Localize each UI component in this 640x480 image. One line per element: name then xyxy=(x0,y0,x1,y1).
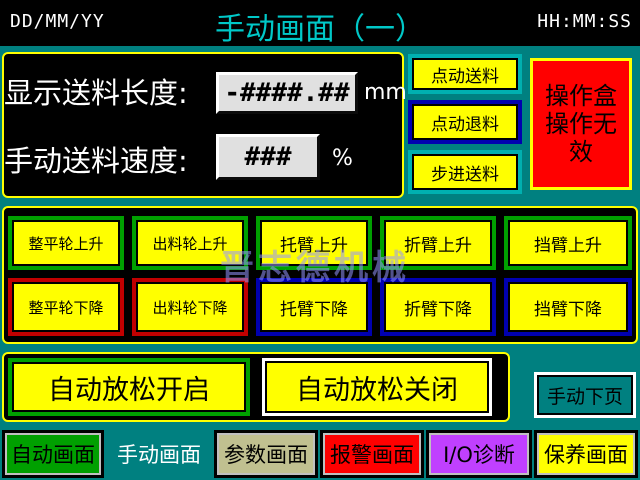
stop-arm-up-button[interactable]: 挡臂上升 xyxy=(504,216,632,270)
step-feed-button[interactable]: 步进送料 xyxy=(408,150,522,194)
nav-manual[interactable]: 手动画面 xyxy=(106,430,212,478)
nav-parameters[interactable]: 参数画面 xyxy=(214,430,318,478)
support-arm-down-button[interactable]: 托臂下降 xyxy=(256,278,372,336)
stop-arm-down-button[interactable]: 挡臂下降 xyxy=(504,278,632,336)
header-bar xyxy=(0,0,640,46)
nav-maintenance[interactable]: 保养画面 xyxy=(534,430,638,478)
feed-speed-input[interactable]: ### xyxy=(216,134,320,180)
nav-io-diagnostics[interactable]: I/O诊断 xyxy=(426,430,532,478)
auto-release-open-button[interactable]: 自动放松开启 xyxy=(8,358,250,416)
watermark: 晋志德机械 xyxy=(220,248,410,288)
support-arm-up-button[interactable]: 托臂上升 xyxy=(256,216,372,270)
nav-alarms[interactable]: 报警画面 xyxy=(320,430,424,478)
jog-retract-button[interactable]: 点动退料 xyxy=(408,100,522,144)
jog-feed-button[interactable]: 点动送料 xyxy=(408,54,522,94)
outfeed-down-button[interactable]: 出料轮下降 xyxy=(132,278,248,336)
leveler-down-button[interactable]: 整平轮下降 xyxy=(8,278,124,336)
outfeed-up-button[interactable]: 出料轮上升 xyxy=(132,216,248,270)
operation-box-line3: 效 xyxy=(569,138,593,166)
page-title: 手动画面（一） xyxy=(215,12,425,47)
date-display: DD/MM/YY xyxy=(10,11,105,32)
feed-speed-label: 手动送料速度: xyxy=(4,144,188,178)
fold-arm-up-button[interactable]: 折臂上升 xyxy=(380,216,496,270)
feed-length-label: 显示送料长度: xyxy=(4,76,188,110)
auto-release-close-button[interactable]: 自动放松关闭 xyxy=(262,358,492,416)
operation-box-line1: 操作盒 xyxy=(545,82,617,110)
leveler-up-button[interactable]: 整平轮上升 xyxy=(8,216,124,270)
feed-speed-unit: % xyxy=(332,146,353,171)
nav-auto[interactable]: 自动画面 xyxy=(2,430,104,478)
operation-box-line2: 操作无 xyxy=(545,110,617,138)
time-display: HH:MM:SS xyxy=(537,11,632,32)
feed-length-unit: mm xyxy=(364,80,407,105)
operation-box-text: 操作盒 操作无 效 xyxy=(545,82,617,166)
feed-length-display: -####.## xyxy=(216,72,358,114)
fold-arm-down-button[interactable]: 折臂下降 xyxy=(380,278,496,336)
operation-box-status: 操作盒 操作无 效 xyxy=(530,58,632,190)
next-page-button[interactable]: 手动下页 xyxy=(534,372,636,418)
